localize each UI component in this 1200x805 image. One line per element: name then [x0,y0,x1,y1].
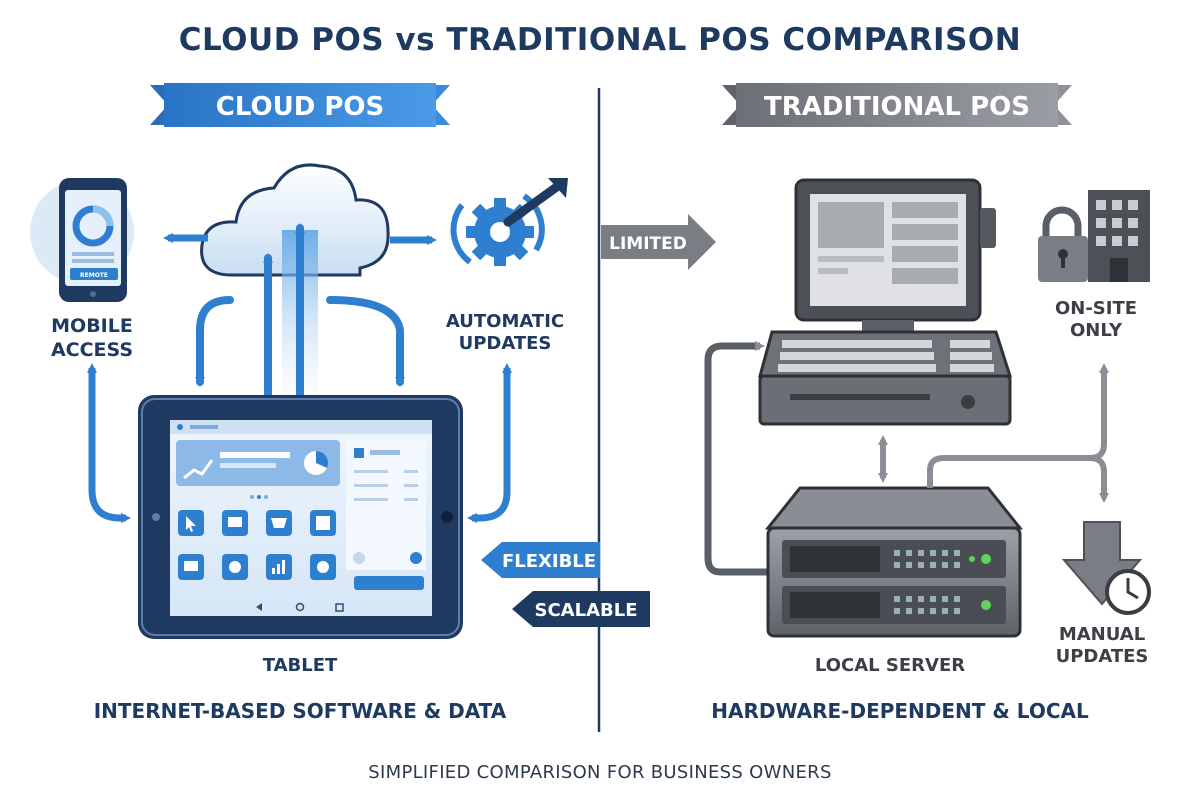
scalable-label: SCALABLE [535,600,638,621]
pos-terminal-monitor [794,178,996,334]
flexible-label: FLEXIBLE [502,551,596,572]
pos-terminal-register [758,330,1013,426]
flexible-arrow: FLEXIBLE [481,542,600,578]
server-cable [704,341,768,576]
mobile-phone-icon: REMOTE [30,178,134,302]
cloud-pos-banner-text: CLOUD POS [216,92,384,122]
mobile-tablet-arrow [87,363,131,523]
onsite-lock-building-icon [1038,190,1150,282]
traditional-caption: HARDWARE-DEPENDENT & LOCAL [711,699,1089,723]
updates-tablet-arrow [467,363,512,523]
cloud-caption: INTERNET-BASED SOFTWARE & DATA [93,699,507,723]
footer-note: SIMPLIFIED COMPARISON FOR BUSINESS OWNER… [368,762,832,783]
limited-label: LIMITED [609,234,687,254]
local-server-icon [764,486,1024,638]
local-server-label: LOCAL SERVER [814,655,966,676]
cloud-pos-banner: CLOUD POS [150,83,450,127]
tablet-device [138,395,463,639]
phone-remote-button: REMOTE [80,272,108,279]
manual-updates-icon [1061,521,1151,615]
cloud-sync-arrows [195,223,405,399]
automatic-updates-gear-icon [450,178,568,266]
cloud-side-arrows [163,233,437,245]
server-branch-arrows [927,363,1109,503]
scalable-arrow: SCALABLE [512,591,650,627]
page-title: CLOUD POS vs TRADITIONAL POS COMPARISON [178,22,1022,58]
traditional-pos-banner-text: TRADITIONAL POS [764,92,1030,122]
tablet-label: TABLET [262,655,338,676]
limited-arrow: LIMITED [601,214,716,270]
traditional-pos-banner: TRADITIONAL POS [722,83,1072,127]
